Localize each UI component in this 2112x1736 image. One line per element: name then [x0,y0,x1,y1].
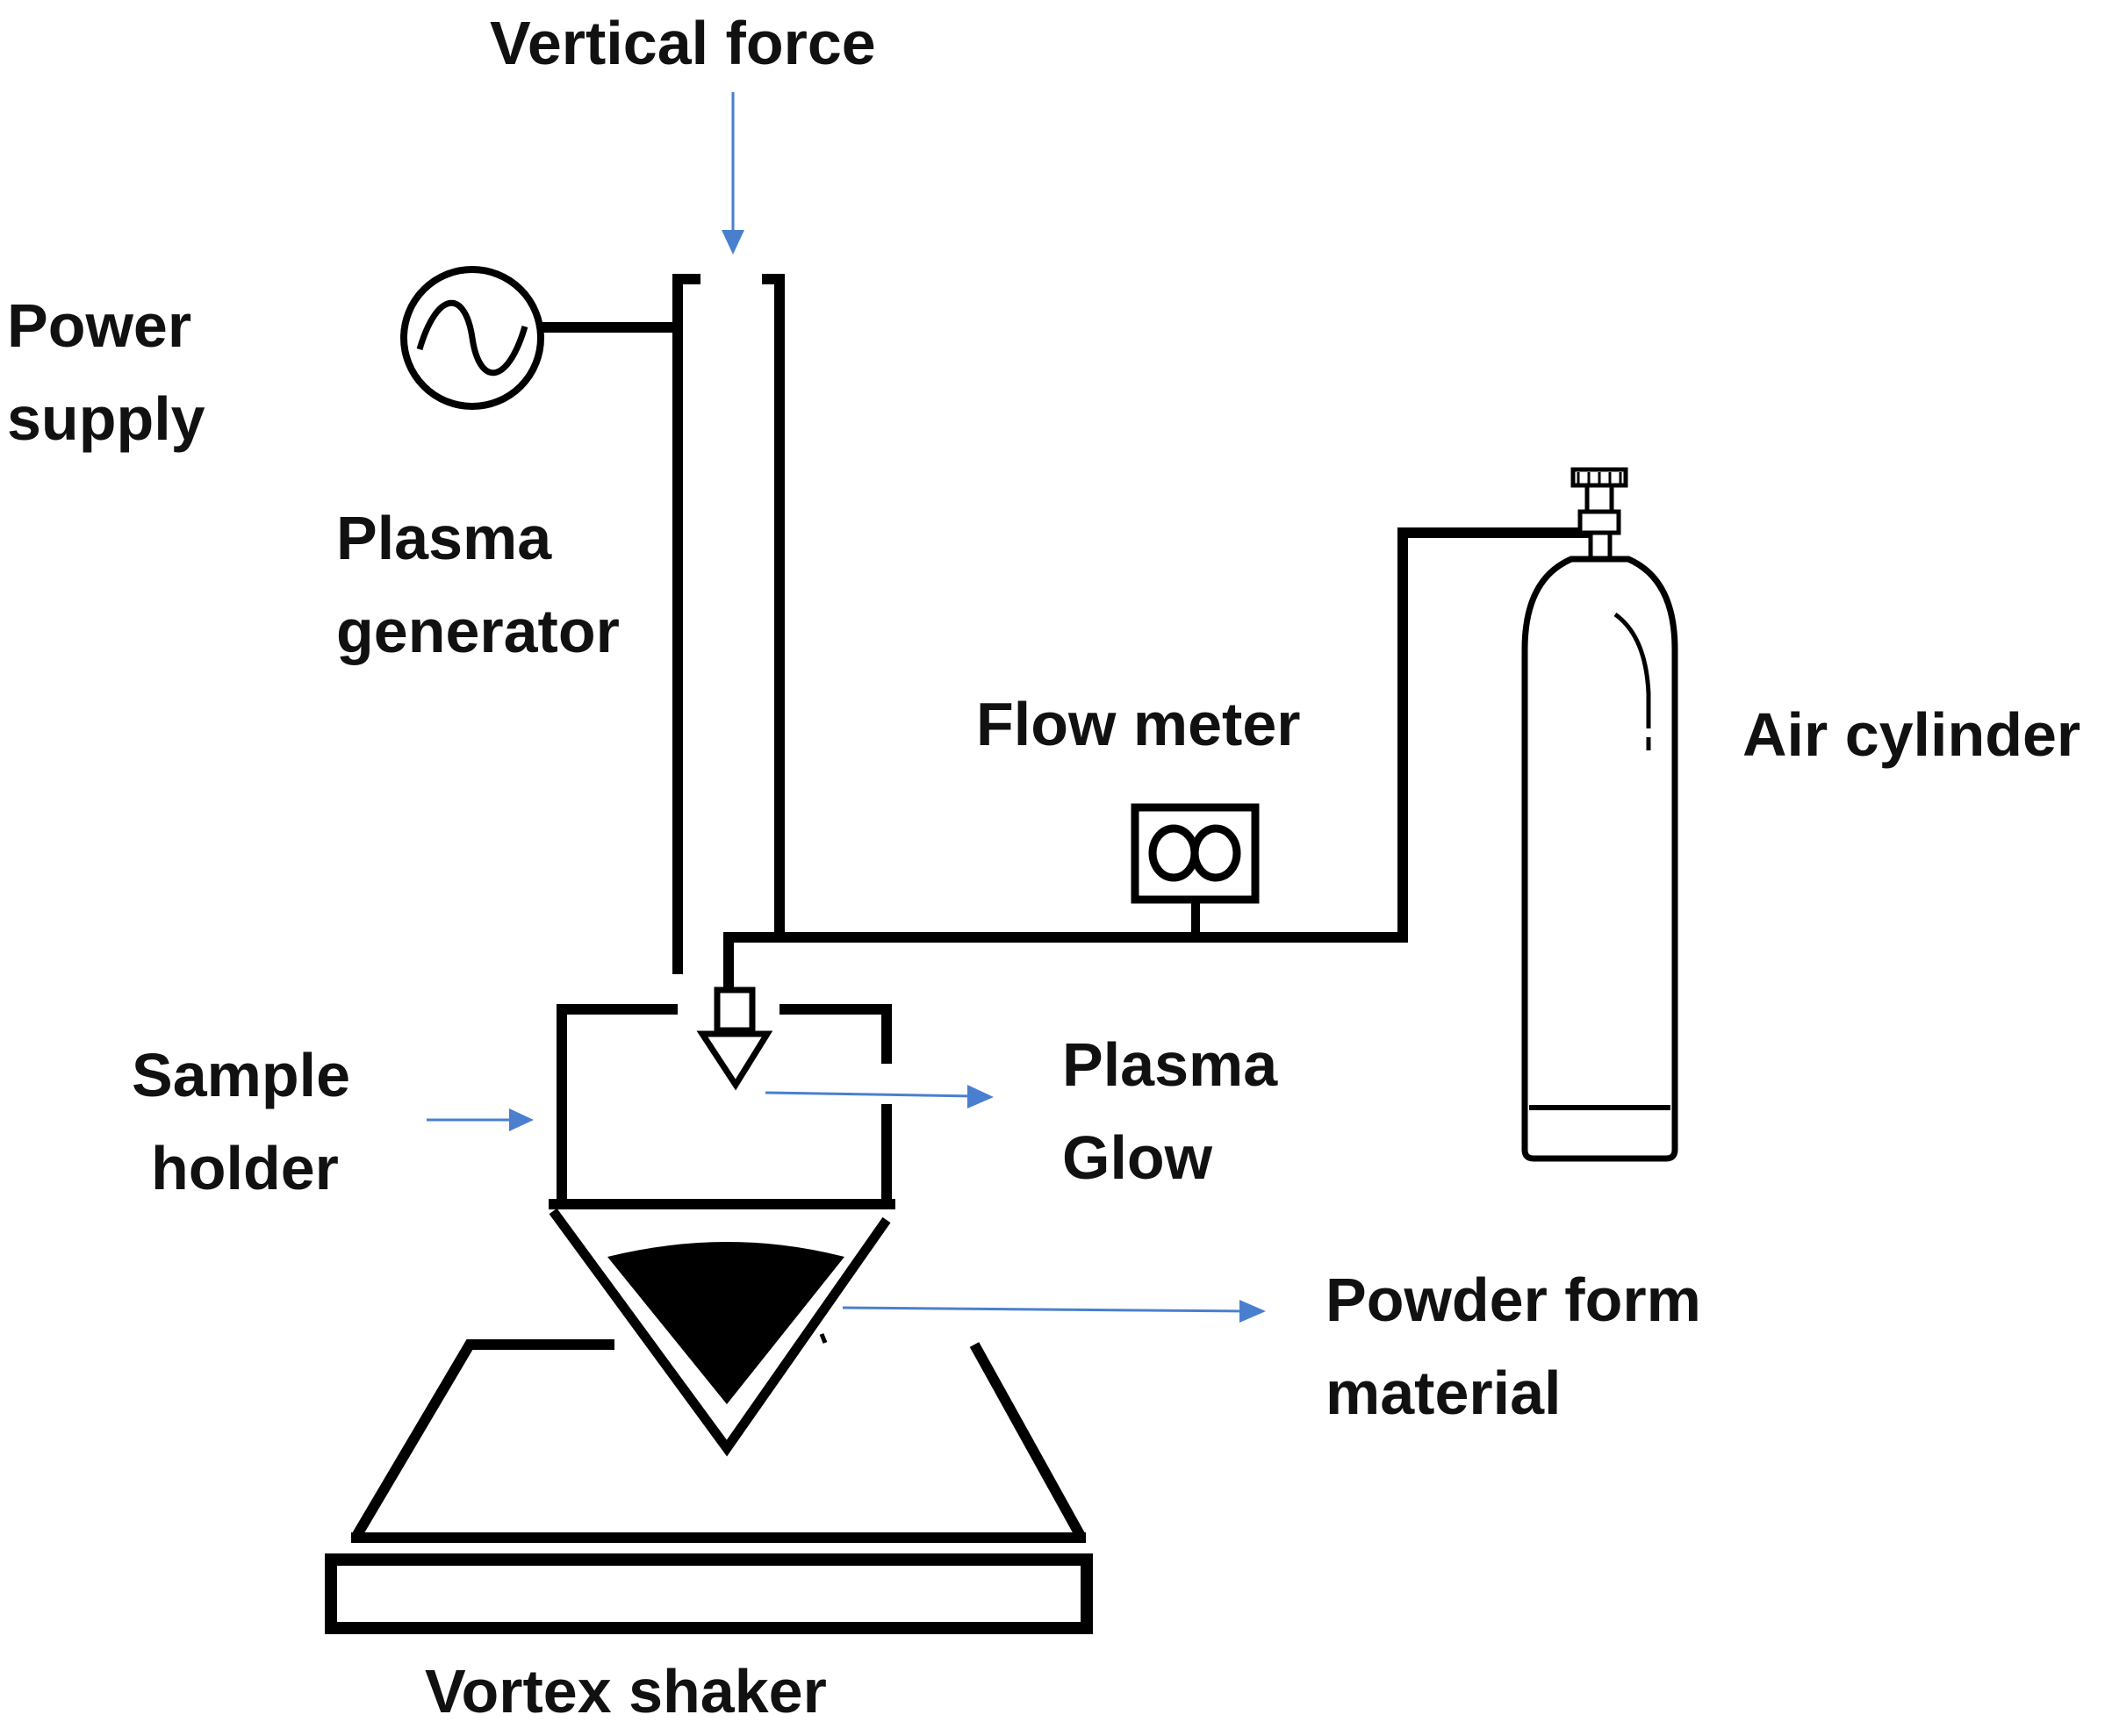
gas-line [723,527,1593,992]
vortex-shaker [325,1339,1093,1634]
power-supply-label: Power supply [7,279,205,465]
vertical-force-arrow [722,92,744,255]
powder-form-material-label-line1: Powder form [1325,1266,1701,1334]
powder-funnel [549,1208,895,1457]
vortex-shaker-label: Vortex shaker [425,1657,827,1725]
powder-form-material-label: Powder form material [1325,1253,1701,1439]
flow-meter-label: Flow meter [976,690,1301,758]
sample-holder-label: Sample holder [132,1029,350,1215]
plasma-glow-arrow [765,1085,994,1108]
powder-form-material-label-line2: material [1325,1359,1562,1427]
plasma-nozzle [696,986,773,1091]
power-supply-label-line1: Power [7,291,192,360]
sample-holder [549,1004,895,1209]
plasma-generator-label-line1: Plasma [336,504,552,572]
plasma-generator-label: Plasma generator [336,491,620,678]
plasma-glow-label: Plasma Glow [1062,1018,1277,1204]
plasma-generator-label-line2: generator [336,597,620,665]
flow-meter-icon [1131,803,1260,904]
vertical-force-label: Vertical force [490,9,876,77]
sample-holder-label-line2: holder [151,1134,339,1202]
powder-material-arrow [842,1300,1266,1323]
sample-holder-arrow [427,1108,534,1131]
plasma-generator-tube [672,274,785,974]
plasma-glow-label-line2: Glow [1062,1123,1213,1192]
plasma-glow-label-line1: Plasma [1062,1030,1278,1099]
power-supply-label-line2: supply [7,384,205,453]
gas-cylinder-icon [1521,467,1678,1162]
ac-source-icon [400,266,544,410]
sample-holder-label-line1: Sample [132,1041,350,1109]
air-cylinder-label: Air cylinder [1742,700,2081,769]
